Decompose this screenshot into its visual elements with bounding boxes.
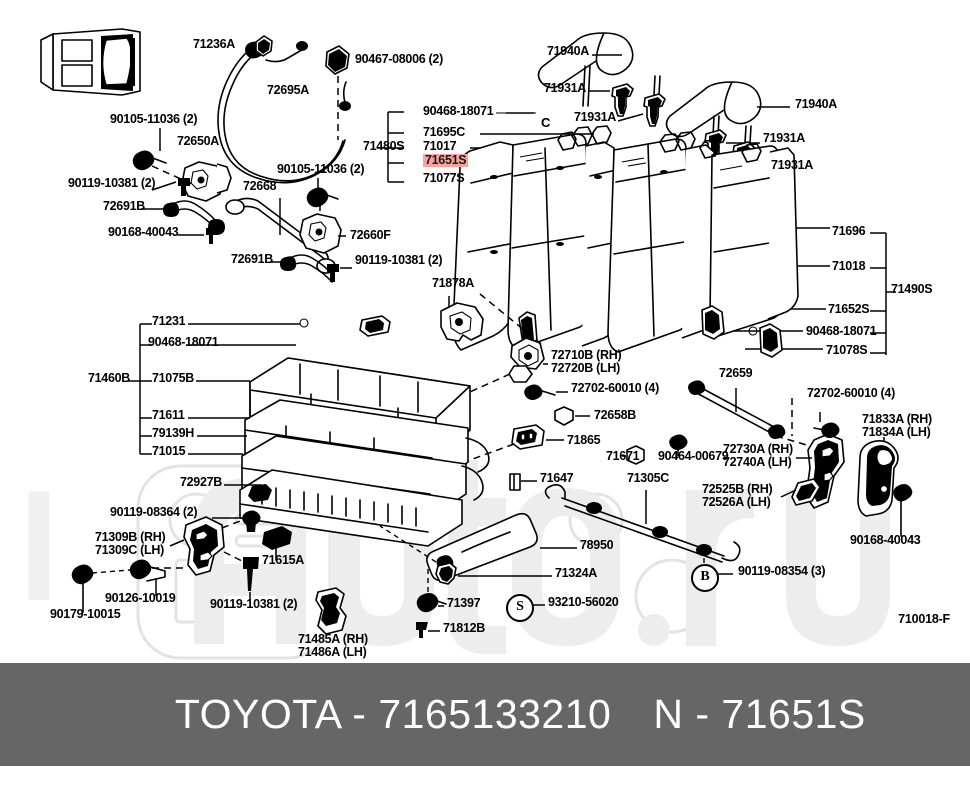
- part-label-72695a: 72695A: [267, 83, 309, 97]
- part-label-71236a: 71236A: [193, 37, 235, 51]
- part-label-71075b: 71075B: [152, 371, 194, 385]
- part-label-71460b: 71460B: [88, 371, 130, 385]
- part-label-72526a-lh-: 72526A (LH): [702, 495, 771, 509]
- part-label-71324a: 71324A: [555, 566, 597, 580]
- part-label-71931a: 71931A: [574, 110, 616, 124]
- diagram-code: 710018-F: [898, 612, 950, 626]
- part-label-71671: 71671: [606, 449, 640, 463]
- part-label-90119-10381-2-: 90119-10381 (2): [210, 597, 298, 611]
- reference-letter-c: C: [541, 115, 551, 130]
- part-label-72525b-rh-: 72525B (RH): [702, 482, 773, 496]
- part-label-72720b-lh-: 72720B (LH): [551, 361, 620, 375]
- part-label-71615a: 71615A: [262, 553, 304, 567]
- part-label-71696: 71696: [832, 224, 866, 238]
- caption-bar: TOYOTA - 7165133210 N - 71651S: [0, 663, 970, 766]
- part-label-90119-08354-3-: 90119-08354 (3): [738, 564, 826, 578]
- part-label-93210-56020: 93210-56020: [548, 595, 619, 609]
- part-label-72658b: 72658B: [594, 408, 636, 422]
- part-label-71865: 71865: [567, 433, 601, 447]
- part-label-71397: 71397: [447, 596, 481, 610]
- part-label-71490s: 71490S: [891, 282, 933, 296]
- part-label-71305c: 71305C: [627, 471, 669, 485]
- part-label-71485a-rh-: 71485A (RH): [298, 632, 368, 646]
- part-label-72691b: 72691B: [231, 252, 273, 266]
- diagram-canvas: l .st{fill:none;stroke:#000;stroke-width…: [18, 28, 951, 660]
- part-label-71015: 71015: [152, 444, 186, 458]
- part-label-90168-40043: 90168-40043: [850, 533, 921, 547]
- reference-circle-b: B: [691, 564, 719, 592]
- part-label-72650a: 72650A: [177, 134, 219, 148]
- part-label-72702-60010-4-: 72702-60010 (4): [571, 381, 659, 395]
- part-label-71651s: 71651S: [423, 153, 469, 167]
- part-label-72710b-rh-: 72710B (RH): [551, 348, 622, 362]
- part-label-90119-10381-2-: 90119-10381 (2): [68, 176, 156, 190]
- part-label-72730a-rh-: 72730A (RH): [723, 442, 793, 456]
- part-label-71940a: 71940A: [547, 44, 589, 58]
- part-label-71878a: 71878A: [432, 276, 474, 290]
- caption-ref-code: 71651S: [721, 691, 866, 737]
- part-label-90119-10381-2-: 90119-10381 (2): [355, 253, 443, 267]
- part-label-90105-11036-2-: 90105-11036 (2): [277, 162, 365, 176]
- part-label-71833a-rh-: 71833A (RH): [862, 412, 932, 426]
- part-label-71931a: 71931A: [544, 81, 586, 95]
- part-label-71695c: 71695C: [423, 125, 465, 139]
- caption-ref-dash: -: [695, 691, 710, 737]
- part-label-71931a: 71931A: [771, 158, 813, 172]
- part-label-90464-00679: 90464-00679: [658, 449, 729, 463]
- part-label-71309b-rh-: 71309B (RH): [95, 530, 166, 544]
- parts-diagram-page: l .st{fill:none;stroke:#000;stroke-width…: [0, 28, 970, 766]
- part-label-90468-18071: 90468-18071: [148, 335, 219, 349]
- part-label-71940a: 71940A: [795, 97, 837, 111]
- caption-brand: TOYOTA: [174, 691, 341, 737]
- part-label-71834a-lh-: 71834A (LH): [862, 425, 931, 439]
- part-label-71017: 71017: [423, 139, 457, 153]
- part-label-71077s: 71077S: [423, 171, 465, 185]
- part-label-72668: 72668: [243, 179, 277, 193]
- part-label-90468-18071: 90468-18071: [806, 324, 877, 338]
- caption-ref-prefix: N: [653, 691, 684, 737]
- part-label-71078s: 71078S: [826, 343, 868, 357]
- part-label-90168-40043: 90168-40043: [108, 225, 179, 239]
- part-label-71018: 71018: [832, 259, 866, 273]
- part-label-71647: 71647: [540, 471, 574, 485]
- part-label-90468-18071: 90468-18071: [423, 104, 494, 118]
- reference-circle-s: S: [506, 594, 534, 622]
- part-label-72691b: 72691B: [103, 199, 145, 213]
- part-label-78950: 78950: [580, 538, 614, 552]
- part-label-71812b: 71812B: [443, 621, 485, 635]
- diagram-lineart: .st{fill:none;stroke:#000;stroke-width:1…: [40, 28, 913, 638]
- part-label-72659: 72659: [719, 366, 753, 380]
- part-label-71486a-lh-: 71486A (LH): [298, 645, 367, 659]
- part-label-71480s: 71480S: [363, 139, 405, 153]
- part-label-90105-11036-2-: 90105-11036 (2): [110, 112, 198, 126]
- part-label-71309c-lh-: 71309C (LH): [95, 543, 164, 557]
- part-label-72660f: 72660F: [350, 228, 391, 242]
- caption-part-number: 7165133210: [378, 691, 612, 737]
- part-label-72740a-lh-: 72740A (LH): [723, 455, 792, 469]
- part-label-90179-10015: 90179-10015: [50, 607, 121, 621]
- part-label-71652s: 71652S: [828, 302, 870, 316]
- part-label-90467-08006-2-: 90467-08006 (2): [355, 52, 443, 66]
- caption-dash: -: [352, 691, 367, 737]
- part-label-71231: 71231: [152, 314, 186, 328]
- part-label-71931a: 71931A: [763, 131, 805, 145]
- part-label-79139h: 79139H: [152, 426, 194, 440]
- part-label-90126-10019: 90126-10019: [105, 591, 176, 605]
- part-label-72927b: 72927B: [180, 475, 222, 489]
- caption-text: TOYOTA - 7165133210 N - 71651S: [104, 644, 866, 785]
- part-label-72702-60010-4-: 72702-60010 (4): [807, 386, 895, 400]
- part-label-71611: 71611: [152, 408, 185, 422]
- part-label-90119-08364-2-: 90119-08364 (2): [110, 505, 198, 519]
